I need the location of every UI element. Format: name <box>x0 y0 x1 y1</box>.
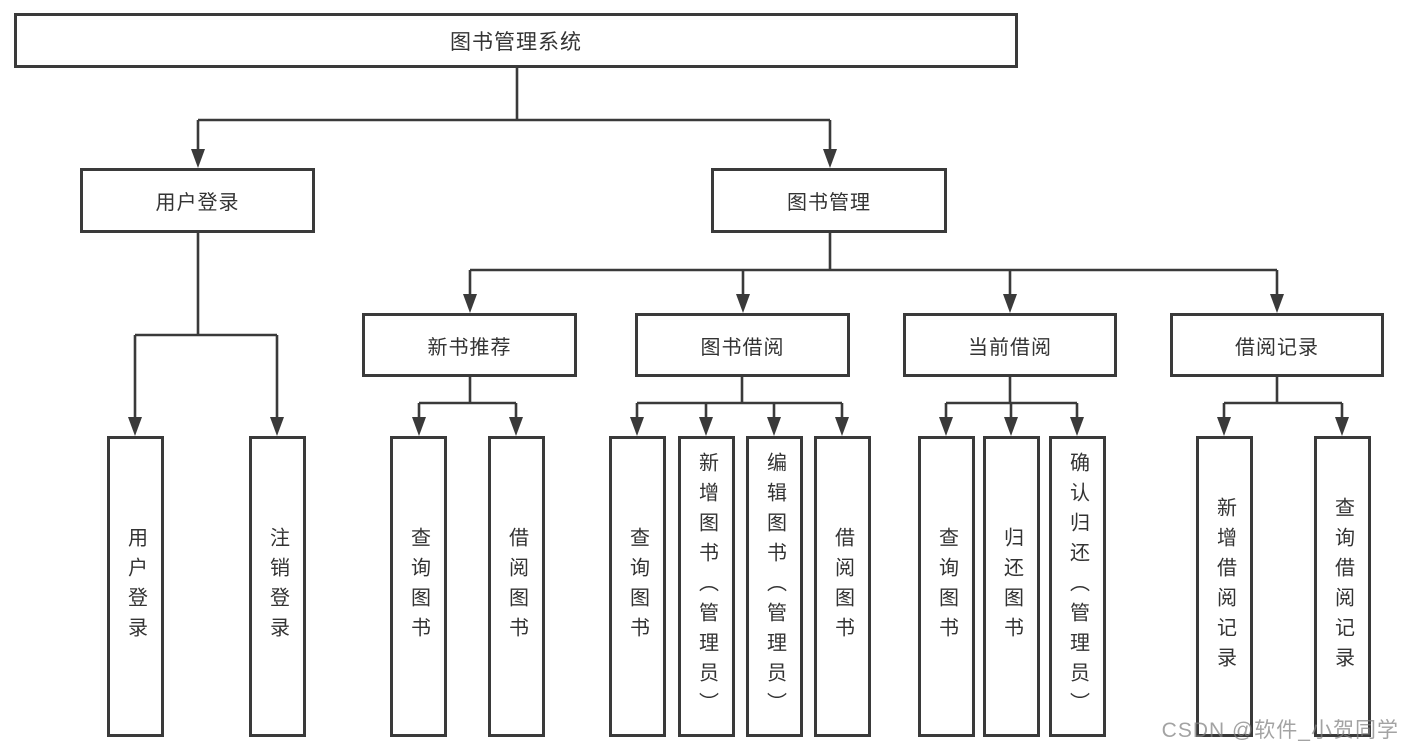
node-book-borrowing: 图书借阅 <box>635 313 850 377</box>
leaf-logout: 注销登录 <box>249 436 306 737</box>
node-library-management-system: 图书管理系统 <box>14 13 1018 68</box>
leaf-query-books-newbook: 查询图书 <box>390 436 447 737</box>
node-label: 借阅记录 <box>1235 336 1319 359</box>
node-label: 查询图书 <box>407 526 430 647</box>
node-label: 注销登录 <box>266 526 289 647</box>
csdn-watermark: CSDN @软件_小贺同学 <box>1161 719 1399 742</box>
node-new-book-recommendation: 新书推荐 <box>362 313 577 377</box>
leaf-add-books-admin: 新增图书（管理员） <box>678 436 735 737</box>
node-label: 确认归还（管理员） <box>1066 451 1089 722</box>
node-user-login-group: 用户登录 <box>80 168 315 233</box>
node-label: 借阅图书 <box>831 526 854 647</box>
node-borrowing-records: 借阅记录 <box>1170 313 1384 377</box>
node-label: 用户登录 <box>124 526 147 647</box>
node-label: 新书推荐 <box>427 336 512 359</box>
node-current-borrowing: 当前借阅 <box>903 313 1117 377</box>
node-label: 图书借阅 <box>700 336 785 359</box>
leaf-borrow-books: 借阅图书 <box>814 436 871 737</box>
leaf-user-login: 用户登录 <box>107 436 164 737</box>
leaf-edit-books-admin: 编辑图书（管理员） <box>746 436 803 737</box>
leaf-query-borrow-record: 查询借阅记录 <box>1314 436 1371 737</box>
node-label: 新增图书（管理员） <box>695 451 718 722</box>
leaf-confirm-return-admin: 确认归还（管理员） <box>1049 436 1106 737</box>
leaf-query-books-borrow: 查询图书 <box>609 436 666 737</box>
node-label: 用户登录 <box>155 192 240 214</box>
node-label: 新增借阅记录 <box>1213 496 1236 677</box>
node-label: 图书管理 <box>787 192 871 214</box>
leaf-return-books: 归还图书 <box>983 436 1040 737</box>
node-label: 编辑图书（管理员） <box>763 451 786 722</box>
node-label: 查询图书 <box>935 526 958 647</box>
node-label: 查询图书 <box>626 526 649 647</box>
node-label: 当前借阅 <box>968 336 1052 359</box>
node-label: 归还图书 <box>1000 526 1023 647</box>
leaf-add-borrow-record: 新增借阅记录 <box>1196 436 1253 737</box>
node-label: 查询借阅记录 <box>1331 496 1354 677</box>
node-label: 图书管理系统 <box>450 30 582 54</box>
leaf-query-books-current: 查询图书 <box>918 436 975 737</box>
node-book-management: 图书管理 <box>711 168 947 233</box>
node-label: 借阅图书 <box>505 526 528 647</box>
leaf-borrow-books-newbook: 借阅图书 <box>488 436 545 737</box>
